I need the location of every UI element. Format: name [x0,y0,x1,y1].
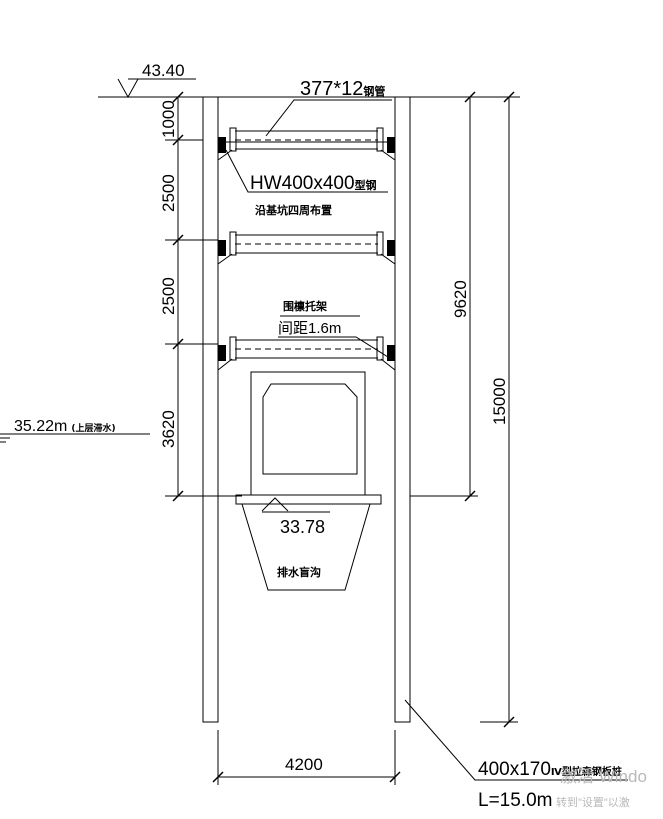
sheet-pile-label: 400x170Ⅳ型拉森钢板桩 [478,759,622,780]
width-dimension [212,730,401,785]
pipe-label: 377*12钢管 [300,78,385,100]
right-dimensions [410,91,518,728]
beam-leader [225,149,388,193]
drain-label: 排水盲沟 [277,565,321,579]
dim-2500-b: 2500 [159,277,178,315]
activation-watermark-line2: 转到"设置"以激 [556,795,630,809]
ground-level-label: 43.40 [142,61,185,80]
dim-9620: 9620 [451,280,470,318]
beam-label: HW400x400型钢 [250,173,377,194]
dim-15000: 15000 [490,378,509,425]
dim-4200: 4200 [285,755,323,774]
bottom-level-label: 33.78 [280,517,325,537]
water-level-label: 35.22m(上层滞水) [14,418,116,435]
bracket-spacing: 间距1.6m [278,320,341,337]
strut-level-1 [217,127,396,161]
strut-level-3 [217,336,396,371]
dim-1000: 1000 [159,100,178,138]
tunnel-structure [235,371,382,505]
pipe-leader [265,99,392,137]
right-sheet-pile [394,96,411,723]
drain-trench [241,503,371,591]
bracket-leader [278,336,389,358]
beam-note: 沿基坑四周布置 [255,203,332,217]
sheet-pile-leader [404,699,628,781]
activation-watermark-line1: 激活 Windo [560,767,647,786]
strut-level-2 [217,231,396,265]
bottom-level-triangle [261,497,289,512]
bracket-label: 围檩托架 [283,299,327,313]
left-sheet-pile [202,96,219,723]
left-dimension-chain [165,91,242,502]
dim-3620: 3620 [159,410,178,448]
level-marker-triangle [117,78,139,99]
sheet-pile-length: L=15.0m [478,790,552,811]
dim-2500-a: 2500 [159,174,178,212]
